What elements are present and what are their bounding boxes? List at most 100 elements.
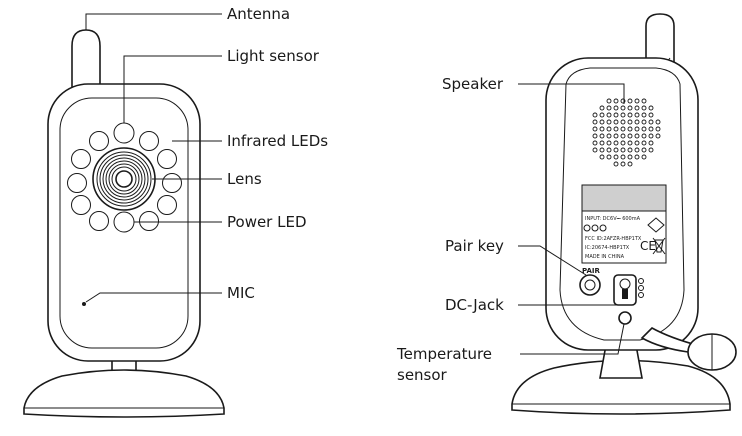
callout-dc-jack: DC-Jack bbox=[445, 296, 504, 314]
speaker-hole bbox=[655, 133, 661, 139]
speaker-hole bbox=[641, 119, 647, 125]
speaker-hole bbox=[648, 126, 654, 132]
label-ce-mark: CE bbox=[640, 239, 656, 253]
speaker-hole bbox=[634, 140, 640, 146]
callout-lens: Lens bbox=[227, 170, 262, 188]
light-sensor bbox=[113, 122, 135, 144]
speaker-hole bbox=[627, 119, 633, 125]
speaker-hole bbox=[599, 126, 605, 132]
speaker-hole bbox=[620, 154, 626, 160]
back-view-camera: INPUT: DC6V⎓ 600mA FCC ID:2AFZR-HBP1TX I… bbox=[511, 13, 737, 415]
speaker-hole bbox=[599, 140, 605, 146]
speaker-hole bbox=[613, 105, 619, 111]
speaker-hole bbox=[606, 98, 612, 104]
speaker-hole bbox=[641, 154, 647, 160]
speaker-hole bbox=[620, 126, 626, 132]
speaker-hole bbox=[634, 154, 640, 160]
speaker-hole bbox=[592, 112, 598, 118]
speaker-hole bbox=[606, 147, 612, 153]
callout-speaker: Speaker bbox=[442, 75, 504, 93]
speaker-hole bbox=[641, 126, 647, 132]
label-input: INPUT: DC6V⎓ 600mA bbox=[585, 216, 641, 222]
speaker-hole bbox=[599, 105, 605, 111]
callout-temperature-sensor-line1: Temperature bbox=[396, 345, 492, 363]
speaker-hole bbox=[641, 112, 647, 118]
callout-pair-key: Pair key bbox=[445, 237, 504, 255]
speaker-hole bbox=[627, 140, 633, 146]
speaker-hole bbox=[627, 105, 633, 111]
rating-label: INPUT: DC6V⎓ 600mA FCC ID:2AFZR-HBP1TX I… bbox=[581, 184, 667, 264]
speaker-hole bbox=[634, 133, 640, 139]
speaker-hole bbox=[613, 161, 619, 167]
callout-light-sensor: Light sensor bbox=[227, 47, 320, 65]
callout-power-led: Power LED bbox=[227, 213, 307, 231]
speaker-hole bbox=[606, 140, 612, 146]
speaker-hole bbox=[606, 154, 612, 160]
speaker-hole bbox=[599, 119, 605, 125]
infrared-led-ring bbox=[67, 131, 182, 231]
speaker-hole bbox=[599, 154, 605, 160]
mic-hole bbox=[82, 302, 86, 306]
speaker-hole bbox=[613, 140, 619, 146]
speaker-hole bbox=[620, 105, 626, 111]
speaker-hole bbox=[634, 98, 640, 104]
speaker-hole bbox=[634, 147, 640, 153]
speaker-hole bbox=[599, 133, 605, 139]
speaker-hole bbox=[613, 126, 619, 132]
speaker-hole bbox=[592, 126, 598, 132]
label-ic: IC:20674-HBP1TX bbox=[585, 245, 630, 251]
speaker-hole bbox=[613, 147, 619, 153]
speaker-hole bbox=[620, 133, 626, 139]
back-base bbox=[511, 359, 731, 415]
speaker-hole bbox=[620, 161, 626, 167]
speaker-hole bbox=[606, 112, 612, 118]
callout-mic: MIC bbox=[227, 284, 255, 302]
speaker-hole bbox=[627, 98, 633, 104]
callout-temperature-sensor-line2: sensor bbox=[397, 366, 448, 384]
speaker-hole bbox=[620, 112, 626, 118]
power-led bbox=[113, 211, 135, 233]
speaker-hole bbox=[620, 119, 626, 125]
speaker-hole bbox=[627, 112, 633, 118]
temperature-sensor bbox=[618, 311, 737, 371]
speaker-hole bbox=[606, 126, 612, 132]
speaker-hole bbox=[641, 133, 647, 139]
label-fcc: FCC ID:2AFZR-HBP1TX bbox=[585, 236, 642, 242]
speaker-hole bbox=[613, 112, 619, 118]
speaker-hole bbox=[641, 147, 647, 153]
speaker-hole bbox=[613, 119, 619, 125]
speaker-hole bbox=[634, 112, 640, 118]
speaker-hole bbox=[648, 119, 654, 125]
speaker-hole bbox=[627, 133, 633, 139]
front-leader-lines bbox=[85, 13, 222, 303]
speaker-hole bbox=[613, 133, 619, 139]
speaker-hole bbox=[648, 112, 654, 118]
callout-antenna: Antenna bbox=[227, 5, 290, 23]
speaker-hole bbox=[655, 119, 661, 125]
speaker-hole bbox=[655, 126, 661, 132]
camera-lens bbox=[92, 147, 156, 211]
callout-infrared-leds: Infrared LEDs bbox=[227, 132, 328, 150]
speaker-hole bbox=[599, 147, 605, 153]
pair-text: PAIR bbox=[582, 267, 601, 275]
speaker-hole bbox=[606, 133, 612, 139]
speaker-hole bbox=[648, 140, 654, 146]
label-made-in: MADE IN CHINA bbox=[585, 254, 625, 260]
speaker-hole bbox=[634, 105, 640, 111]
speaker-hole bbox=[641, 140, 647, 146]
speaker-hole bbox=[606, 105, 612, 111]
speaker-hole bbox=[627, 154, 633, 160]
speaker-hole bbox=[648, 147, 654, 153]
speaker-hole bbox=[620, 98, 626, 104]
speaker-hole bbox=[627, 126, 633, 132]
speaker-hole bbox=[592, 147, 598, 153]
speaker-hole bbox=[641, 98, 647, 104]
speaker-hole bbox=[648, 105, 654, 111]
front-base bbox=[23, 369, 225, 418]
speaker-grille bbox=[592, 98, 661, 167]
speaker-hole bbox=[613, 154, 619, 160]
speaker-hole bbox=[627, 161, 633, 167]
speaker-hole bbox=[634, 119, 640, 125]
speaker-hole bbox=[641, 105, 647, 111]
